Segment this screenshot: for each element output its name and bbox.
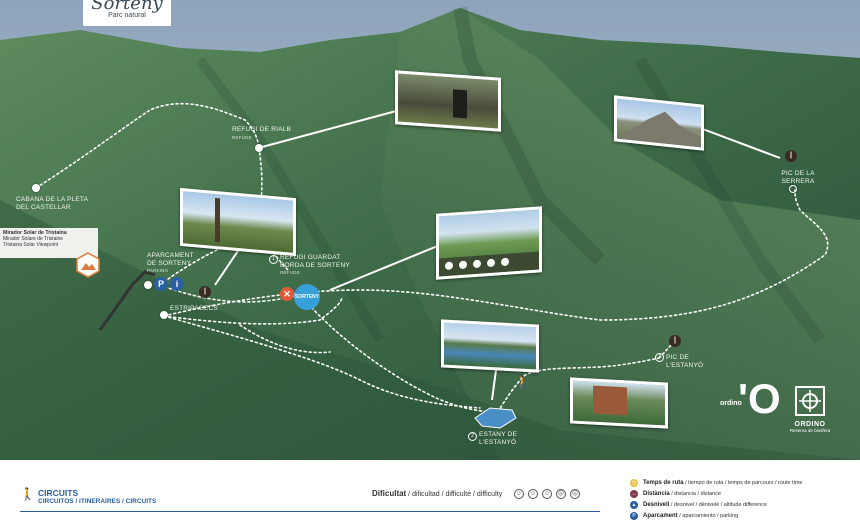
logo-subtitle: Parc natural bbox=[108, 12, 146, 19]
picnic-service-icon bbox=[501, 257, 509, 267]
photo-estany bbox=[441, 319, 539, 373]
photo-refugi-guardat bbox=[436, 206, 542, 280]
park-map: Sorteny Parc natural P i | | | ✕ SORTENY… bbox=[0, 0, 860, 460]
difficulty-face-icon: ☹ bbox=[556, 489, 566, 499]
parking-icon[interactable]: P bbox=[154, 277, 168, 291]
pin-pic-serrera[interactable] bbox=[789, 185, 797, 193]
pin-aparcament[interactable] bbox=[144, 281, 152, 289]
pin-cabana[interactable] bbox=[32, 184, 40, 192]
difficulty-label: Dificultat / dificultad / difficulté / d… bbox=[372, 489, 503, 498]
ordino-emblem-icon bbox=[795, 386, 825, 416]
difficulty-face-icon: ☺ bbox=[528, 489, 538, 499]
logo-wordmark: Sorteny bbox=[91, 0, 163, 14]
ordino-logo-name: ORDINO bbox=[794, 421, 826, 428]
number-badge: 2 bbox=[468, 432, 477, 441]
divider bbox=[20, 511, 600, 512]
viewpoint-line-2: Tristaina Solar Viewpoint bbox=[3, 242, 59, 249]
summit-marker-icon: | bbox=[785, 150, 797, 162]
label-pic-serrera: PIC DE LA SERRERA bbox=[781, 170, 815, 185]
legend-distance: ↔Distància / distancia / distance bbox=[630, 489, 722, 498]
restaurant-service-icon bbox=[487, 258, 495, 268]
mountain-peak-image bbox=[617, 111, 701, 148]
viewpoint-line-1: Mirador Solare de Tristaine bbox=[3, 236, 64, 243]
sorteny-logo: Sorteny Parc natural bbox=[83, 0, 171, 26]
photo-pic-estanyo bbox=[570, 377, 668, 429]
number-badge: 3 bbox=[655, 353, 664, 362]
difficulty-face-icon: ☹ bbox=[570, 489, 580, 499]
altitude-icon: ▲ bbox=[630, 500, 638, 509]
restaurant-icon[interactable]: ✕ bbox=[280, 287, 294, 301]
map-footer: 🚶 CIRCUITS CIRCUITOS / ITINERAIRES / CIR… bbox=[0, 460, 860, 520]
viewpoint-title: Mirador Solar de Tristaina bbox=[3, 230, 67, 236]
info-icon[interactable]: i bbox=[170, 277, 184, 291]
difficulty-face-icon: ☺ bbox=[542, 489, 552, 499]
difficulty-face-icon: ☺ bbox=[514, 489, 524, 499]
label-estany: ESTANY DE L'ESTANYÓ bbox=[479, 431, 518, 446]
photo-pic-serrera bbox=[614, 95, 704, 151]
summit-marker-icon: | bbox=[199, 286, 211, 298]
summit-marker-icon: | bbox=[669, 335, 681, 347]
hiker-icon: 🚶 bbox=[20, 487, 35, 501]
distance-icon: ↔ bbox=[630, 489, 638, 498]
ordino-word: ordino bbox=[720, 400, 742, 407]
refuge-service-icon bbox=[445, 261, 453, 271]
label-cabana: CABANA DE LA PLETA DEL CASTELLAR bbox=[16, 196, 88, 211]
photo-refugi-rialb bbox=[395, 70, 501, 132]
terrain-background bbox=[0, 0, 860, 460]
parking-icon: P bbox=[630, 511, 638, 520]
circuits-title: CIRCUITS bbox=[38, 488, 79, 498]
label-pic-estanyo: PIC DE L'ESTANYÓ bbox=[666, 354, 704, 369]
wc-service-icon bbox=[459, 260, 467, 270]
legend-route-time: ◷Temps de ruta / tiempo de ruta / temps … bbox=[630, 478, 803, 487]
borda-sorteny-badge[interactable]: SORTENY bbox=[294, 284, 320, 310]
hiker-icon: 🚶 bbox=[515, 375, 530, 389]
pin-estripagecs[interactable] bbox=[160, 311, 168, 319]
ordino-mark: 'O bbox=[738, 375, 781, 422]
number-badge: 1 bbox=[269, 255, 278, 264]
circuits-subtitle: CIRCUITOS / ITINERAIRES / CIRCUITS bbox=[38, 498, 157, 505]
legend-altitude: ▲Desnivell / desnivel / dénivelé / altit… bbox=[630, 500, 768, 509]
photo-aparcament bbox=[180, 187, 296, 257]
clock-icon: ◷ bbox=[630, 478, 638, 487]
pin-refugi-rialb[interactable] bbox=[255, 144, 263, 152]
label-estripagecs: ESTRIPAGECS bbox=[170, 305, 218, 312]
viewpoint-box: Mirador Solar de Tristaina Mirador Solar… bbox=[0, 228, 98, 258]
viewpoint-icon[interactable] bbox=[76, 252, 100, 278]
bar-service-icon bbox=[473, 259, 481, 269]
ordino-logo: ORDINO Reserva de biosfera bbox=[782, 386, 838, 433]
ordino-logo-sub: Reserva de biosfera bbox=[789, 428, 831, 433]
